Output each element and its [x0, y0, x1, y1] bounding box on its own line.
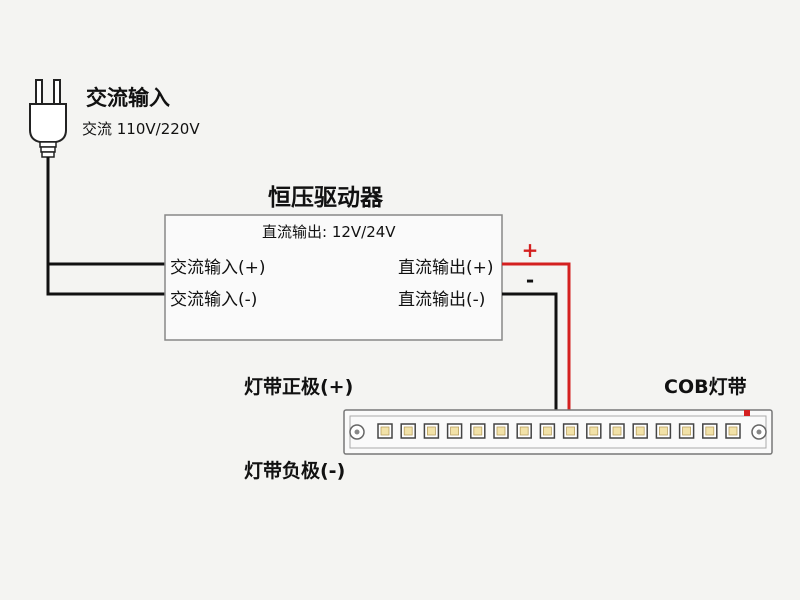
led-phosphor: [519, 426, 529, 436]
led-phosphor: [589, 426, 599, 436]
ac-wire-positive: [46, 157, 165, 266]
ac-plug-icon: [29, 79, 67, 158]
driver-ac-in-pos: 交流输入(+): [170, 258, 266, 278]
driver-dc-out-neg: 直流输出(-): [398, 290, 486, 310]
led-phosphor: [635, 426, 645, 436]
driver-box: [164, 214, 503, 341]
strip-neg-label: 灯带负极(-): [244, 460, 346, 482]
dc-wire-positive: [502, 262, 571, 411]
driver-ac-in-neg: 交流输入(-): [170, 290, 258, 310]
led-phosphor: [659, 426, 668, 436]
cob-strip: [343, 409, 773, 455]
driver-dc-output-label: 直流输出: 12V/24V: [262, 223, 396, 241]
led-phosphor: [682, 426, 691, 436]
strip-pos-label: 灯带正极(+): [244, 376, 354, 398]
led-phosphor: [403, 426, 413, 436]
led-phosphor: [426, 426, 436, 436]
led-phosphor: [543, 426, 552, 436]
led-phosphor: [612, 426, 622, 436]
dc-wire-negative: [502, 292, 558, 411]
led-phosphor: [728, 426, 738, 436]
driver-title: 恒压驱动器: [268, 185, 383, 211]
ac-input-title: 交流输入: [86, 86, 170, 110]
strip-terminal-marker: [744, 410, 750, 416]
led-phosphor: [496, 426, 506, 436]
driver-dc-out-pos: 直流输出(+): [398, 258, 494, 278]
plus-sign: +: [522, 238, 539, 262]
led-phosphor: [473, 426, 483, 436]
strip-name: COB灯带: [664, 376, 747, 398]
minus-sign: -: [526, 268, 534, 292]
led-phosphor: [705, 426, 715, 436]
ac-input-subtitle: 交流 110V/220V: [82, 120, 200, 138]
led-phosphor: [566, 426, 575, 436]
ac-wire-negative: [46, 157, 165, 296]
led-phosphor: [450, 426, 460, 436]
led-phosphor: [380, 426, 390, 436]
